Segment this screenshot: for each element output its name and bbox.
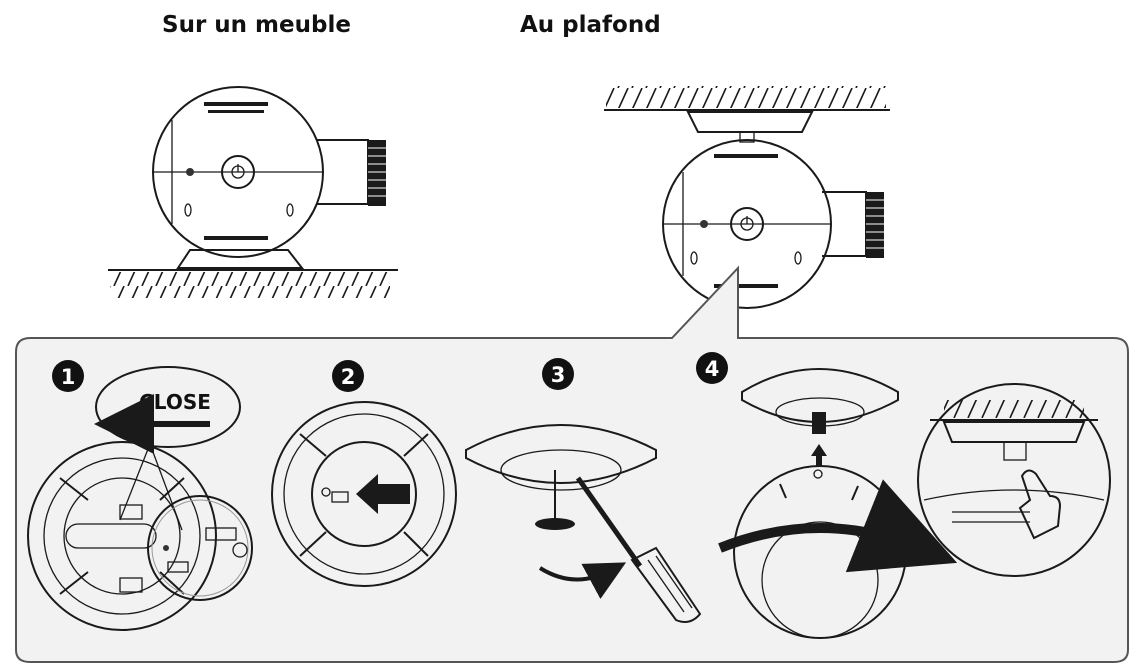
power-icon [221, 155, 255, 189]
camera-ball [662, 139, 832, 309]
svg-text:3: 3 [551, 363, 566, 387]
zoom-detail [917, 383, 1111, 577]
svg-text:4: 4 [705, 357, 720, 381]
step-4: 4 [696, 352, 1111, 639]
camera-on-ceiling [604, 86, 890, 309]
step-2-badge: 2 [332, 360, 364, 392]
sensor-dot [700, 220, 708, 228]
heading-furniture-mount: Sur un meuble [162, 12, 351, 38]
finger-icon [1018, 469, 1062, 540]
screwdriver-handle [630, 546, 702, 623]
furniture-hatching [110, 272, 390, 298]
screwdriver-shaft [575, 476, 643, 568]
step-4-badge: 4 [696, 352, 728, 384]
step-1: 1 CLOSE [27, 360, 253, 631]
power-icon [730, 207, 764, 241]
ceiling-hatching [606, 86, 886, 108]
rotate-arrow-icon [538, 562, 627, 600]
rotate-arrow-icon [718, 479, 958, 573]
latch-detail [147, 495, 253, 601]
step-3: 3 [465, 358, 702, 623]
ceiling-bracket [686, 111, 814, 133]
step-1-badge: 1 [52, 360, 84, 392]
camera-base [176, 249, 305, 269]
close-label: CLOSE [139, 390, 211, 414]
heading-ceiling-mount: Au plafond [520, 12, 661, 38]
step-3-badge: 3 [542, 358, 574, 390]
camera-on-furniture [108, 86, 398, 298]
ceiling-bracket [465, 424, 657, 484]
mount-base-outer [271, 401, 457, 587]
svg-text:1: 1 [61, 365, 76, 389]
ceiling-bracket [741, 368, 899, 423]
mount-base-outer [27, 441, 217, 631]
sensor-dot [186, 168, 194, 176]
step-2: 2 [271, 360, 457, 587]
push-arrow-icon [356, 474, 410, 514]
svg-text:2: 2 [341, 365, 356, 389]
up-arrow-icon [811, 444, 827, 466]
